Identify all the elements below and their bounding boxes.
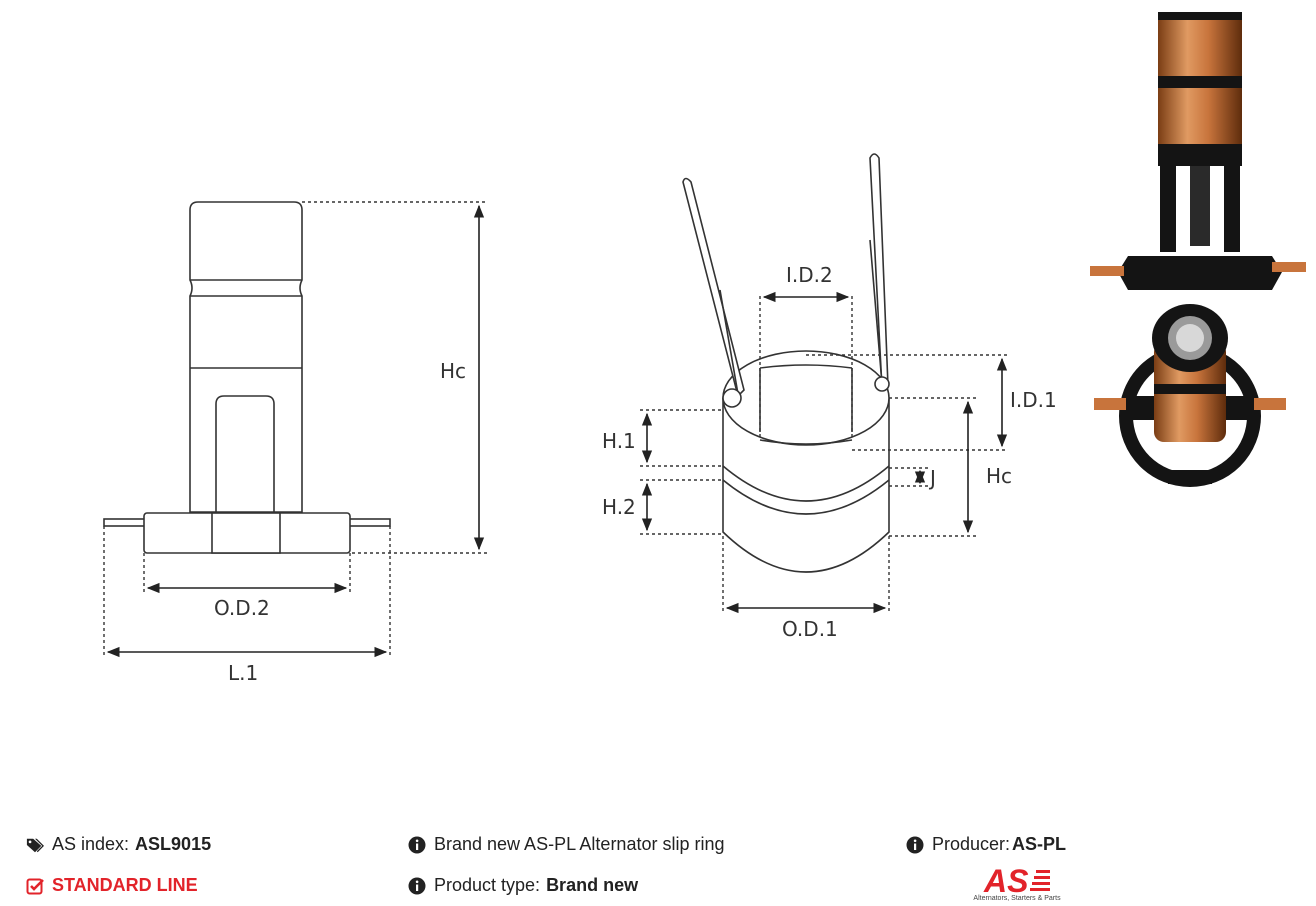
logo-tagline: Alternators, Starters & Parts bbox=[973, 895, 1061, 902]
od1-label: O.D.1 bbox=[782, 617, 838, 641]
tags-icon bbox=[26, 838, 44, 852]
id2-label: I.D.2 bbox=[786, 263, 833, 287]
info-icon bbox=[906, 836, 924, 853]
product-photo-side bbox=[1090, 12, 1306, 290]
check-square-icon bbox=[26, 878, 44, 894]
od2-label: O.D.2 bbox=[214, 596, 270, 620]
l1-label: L.1 bbox=[228, 661, 258, 685]
as-index: AS index: ASL9015 bbox=[26, 834, 211, 855]
producer-label: Producer: bbox=[932, 834, 1011, 854]
as-logo: AS bbox=[983, 863, 1050, 899]
product-photo-perspective bbox=[1094, 304, 1286, 487]
j-label: J bbox=[928, 466, 936, 490]
line-badge: STANDARD LINE bbox=[26, 875, 198, 896]
as-index-label: AS index: bbox=[52, 834, 130, 854]
description-text: Brand new AS-PL Alternator slip ring bbox=[434, 834, 725, 854]
product-type-value: Brand new bbox=[546, 875, 639, 895]
description: Brand new AS-PL Alternator slip ring bbox=[408, 834, 725, 855]
left-side-view bbox=[103, 201, 391, 554]
as-index-value: ASL9015 bbox=[135, 834, 212, 854]
middle-hc-label: Hc bbox=[986, 464, 1012, 488]
product-type: Product type: Brand new bbox=[408, 875, 638, 896]
id1-label: I.D.1 bbox=[1010, 388, 1057, 412]
h1-label: H.1 bbox=[602, 429, 636, 453]
line-label: STANDARD LINE bbox=[52, 875, 198, 895]
info-icon bbox=[408, 877, 426, 894]
logo-text: AS bbox=[983, 863, 1029, 899]
product-type-label: Product type: bbox=[434, 875, 541, 895]
technical-drawing: Hc O.D.2 L.1 bbox=[103, 12, 1306, 685]
producer-value: AS-PL bbox=[1012, 834, 1067, 854]
producer: Producer: AS-PL bbox=[906, 834, 1066, 855]
info-icon bbox=[408, 836, 426, 853]
left-dimension-lines bbox=[103, 201, 488, 658]
middle-perspective-view bbox=[682, 153, 890, 573]
middle-dimension-lines bbox=[640, 296, 1008, 614]
left-hc-label: Hc bbox=[440, 359, 466, 383]
h2-label: H.2 bbox=[602, 495, 636, 519]
